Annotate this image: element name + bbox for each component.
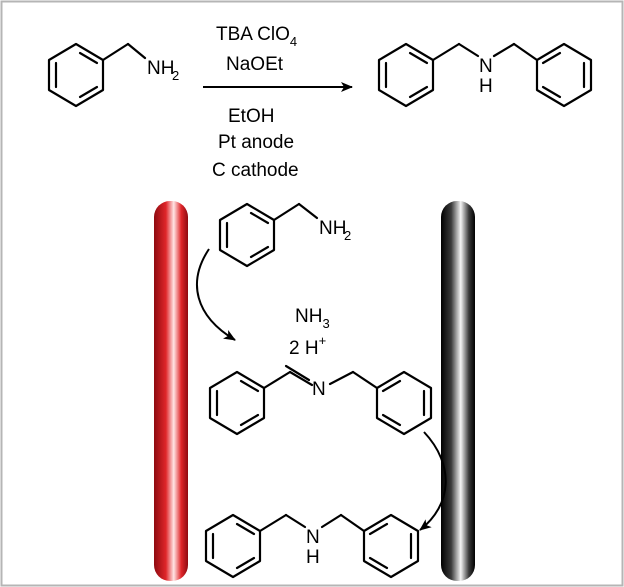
benzylamine-subscript: 2 [172, 68, 179, 83]
byproduct-ammonia: NH3 [295, 306, 330, 331]
dibenzylamine-structure-mechanism: N H [204, 513, 420, 579]
dibenzylamine-n-label: N [479, 56, 493, 77]
mechanism-product-h-label: H [306, 547, 320, 568]
anode-electrode [154, 201, 188, 581]
reagent-tba-perchlorate: TBA ClO4 [216, 24, 297, 49]
dibenzylamine-h-label: H [479, 76, 493, 97]
dibenzylamine-structure-top: N H [377, 42, 593, 108]
mechanism-product-n-label: N [306, 527, 320, 548]
byproduct-protons: 2 H+ [289, 333, 326, 359]
condition-anode: Pt anode [218, 132, 294, 153]
imine-intermediate-structure: N [208, 364, 433, 436]
mechanism-benzylamine-subscript: 2 [344, 228, 351, 243]
benzylamine-structure-mechanism: NH 2 [218, 202, 351, 268]
benzylamine-nh-label: NH [147, 58, 174, 79]
mechanism-benzylamine-nh-label: NH [319, 218, 346, 239]
cathode-electrode [441, 201, 475, 581]
imine-n-label: N [312, 379, 326, 400]
benzylamine-structure-top: NH 2 [47, 42, 179, 108]
oxidation-curved-arrow [196, 248, 236, 341]
reagent-sodium-ethoxide: NaOEt [226, 54, 284, 75]
condition-cathode: C cathode [212, 160, 299, 181]
reduction-curved-arrow [419, 431, 447, 531]
condition-solvent: EtOH [228, 106, 274, 127]
